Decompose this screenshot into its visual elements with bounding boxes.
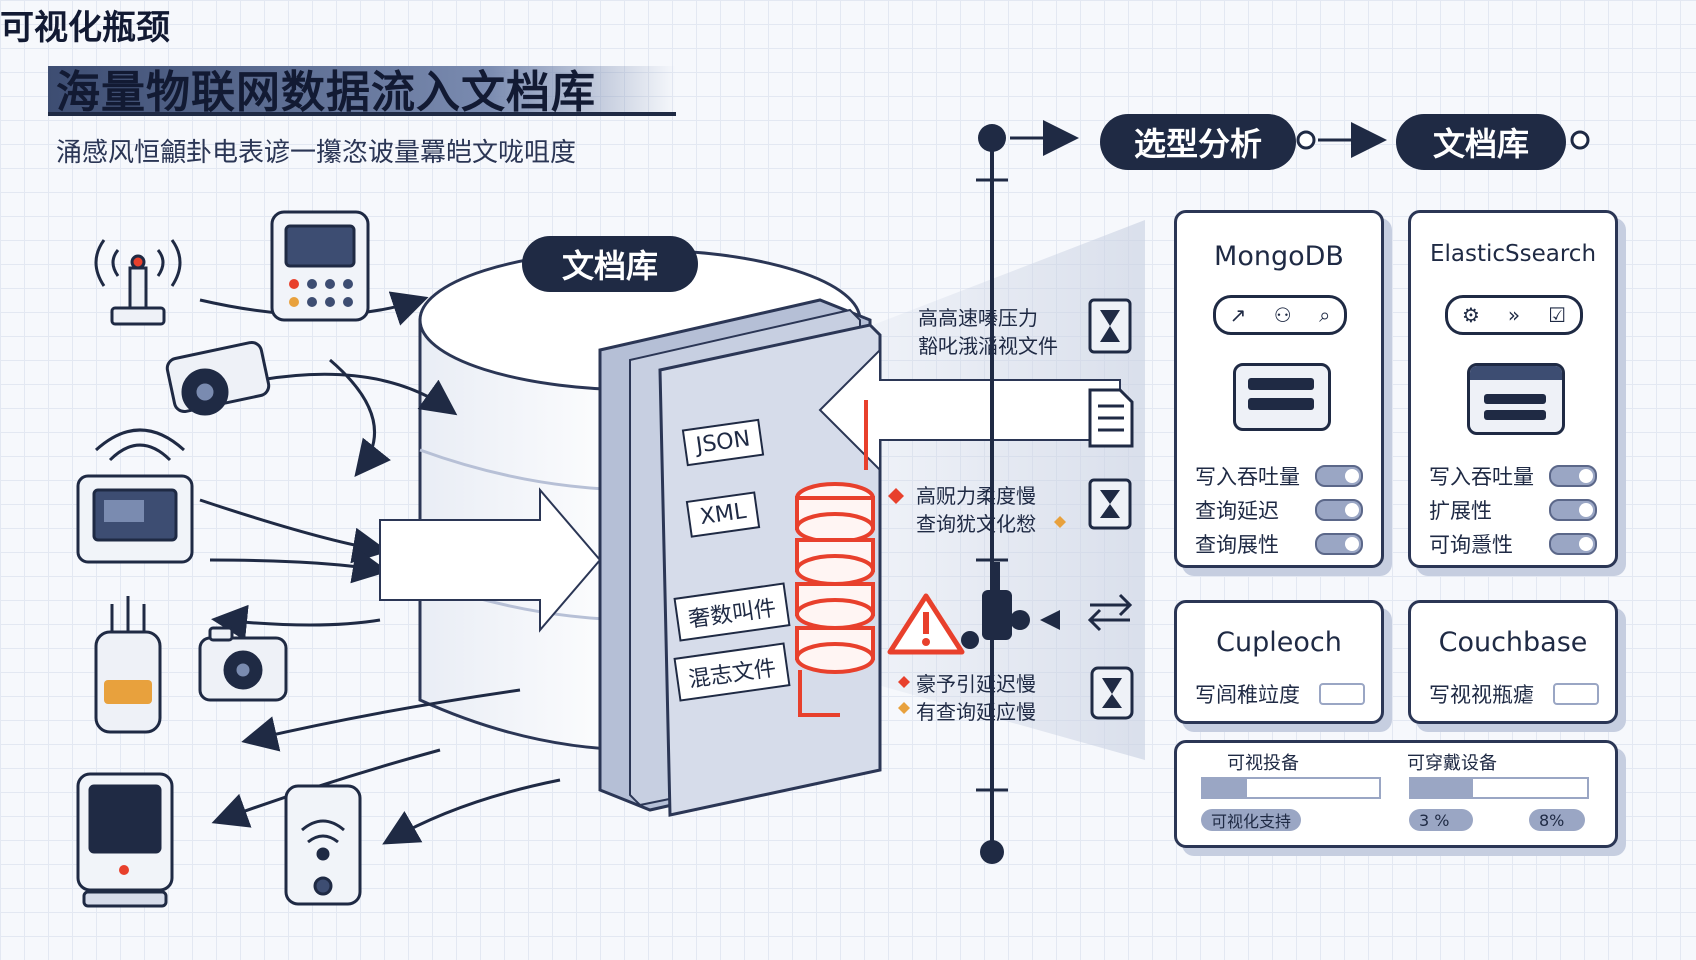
check-icon: ☑ <box>1548 303 1566 327</box>
chart-icon: ↗ <box>1229 303 1247 327</box>
user-icon: ⚇ <box>1273 303 1292 327</box>
security-camera-icon <box>165 340 271 416</box>
devices-progress-left-fill <box>1203 779 1247 797</box>
smart-meter-icon <box>270 210 370 322</box>
note-latency-line1: 豪予引延迟慢 <box>916 672 1036 696</box>
note-slow-line2: 查询犹文化㥹 <box>916 512 1036 536</box>
elasticsearch-toggle-1[interactable] <box>1549 465 1597 487</box>
cupleoch-toggle[interactable] <box>1319 683 1365 705</box>
server-icon <box>1233 363 1331 431</box>
elasticsearch-toggle-2[interactable] <box>1549 499 1597 521</box>
mongodb-metric-3: 查询展性 <box>1195 533 1279 557</box>
couchbase-metric: 写视视瓶瘧 <box>1429 683 1534 707</box>
elasticsearch-metric-1: 写入吞吐量 <box>1429 465 1534 489</box>
devices-label-left: 可视投备 <box>1227 753 1299 774</box>
cupleoch-card: Cupleoch 写闾稚竝度 <box>1174 600 1384 724</box>
mongodb-toggle-1[interactable] <box>1315 465 1363 487</box>
devices-progress-right <box>1409 777 1589 799</box>
mongodb-toggle-2[interactable] <box>1315 499 1363 521</box>
bottleneck-label: 可视化瓶颈 <box>0 8 170 48</box>
selection-analysis-label: 选型分析 <box>1100 114 1296 170</box>
docdb-label: 文档库 <box>522 236 698 292</box>
mongodb-tool-icons: ↗ ⚇ ⌕ <box>1213 295 1347 335</box>
devices-pill-left: 可视化支持 <box>1201 809 1302 831</box>
hourglass-icon-3 <box>1090 666 1134 720</box>
hourglass-icon-2 <box>1088 478 1132 530</box>
document-list-icon <box>1088 388 1134 448</box>
note-slow: 高贶力柔度慢 查询犹文化㥹 <box>916 482 1036 538</box>
elasticsearch-metric-2: 扩展性 <box>1429 499 1492 523</box>
mongodb-toggle-3[interactable] <box>1315 533 1363 555</box>
warning-icon <box>887 593 965 655</box>
devices-label-right: 可穿戴设备 <box>1407 753 1497 774</box>
title-underline <box>48 66 676 116</box>
note-pressure: 高高速嗪压力 豁叱涐㴞视文件 <box>918 304 1058 360</box>
devices-card: 可视投备 可穿戴设备 可视化支持 3 % 8% <box>1174 740 1618 848</box>
swap-arrow-icon <box>1087 593 1133 632</box>
terminal-device-icon <box>76 772 174 908</box>
couchbase-title: Couchbase <box>1438 627 1588 658</box>
page-title: 海量物联网数据流入文档库 <box>56 67 596 118</box>
devices-progress-left <box>1201 777 1381 799</box>
cupleoch-title: Cupleoch <box>1216 627 1342 658</box>
wifi-phone-icon <box>284 784 362 906</box>
mongodb-card: MongoDB ↗ ⚇ ⌕ 写入吞吐量 查询延迟 查询展性 <box>1174 210 1384 568</box>
elasticsearch-title: ElasticSsearch <box>1429 241 1597 267</box>
page-subtitle: 涌感风恒龥卦电表谚一攥恣诐量羃皑文咙咀度 <box>56 138 577 168</box>
elasticsearch-metric-3: 可询㥯性 <box>1429 533 1513 557</box>
settings-icon: ⚙ <box>1461 303 1480 327</box>
hourglass-icon <box>1088 298 1132 354</box>
elasticsearch-toggle-3[interactable] <box>1549 533 1597 555</box>
mongodb-metric-1: 写入吞吐量 <box>1195 465 1300 489</box>
forward-icon: » <box>1507 303 1521 327</box>
flow-connectors <box>1010 120 1590 158</box>
connector-icon <box>961 562 1060 649</box>
devices-progress-right-fill <box>1411 779 1473 797</box>
panel-icon <box>1467 363 1565 435</box>
docstore-label: 文档库 <box>1396 114 1566 170</box>
note-latency: 豪予引延迟慢 有查询延应慢 <box>916 670 1036 726</box>
mongodb-metric-2: 查询延迟 <box>1195 499 1279 523</box>
cupleoch-metric: 写闾稚竝度 <box>1195 683 1300 707</box>
note-slow-line1: 高贶力柔度慢 <box>916 484 1036 508</box>
bullet-diamonds <box>888 488 1066 714</box>
wide-flow-arrow <box>379 347 1121 633</box>
antenna-icon <box>94 239 182 326</box>
note-latency-line2: 有查询延应慢 <box>916 700 1036 724</box>
devices-pill-right-a: 3 % <box>1409 809 1473 831</box>
note-pressure-line1: 高高速嗪压力 <box>918 306 1038 330</box>
couchbase-toggle[interactable] <box>1553 683 1599 705</box>
sensor-canister-icon <box>94 596 162 734</box>
camera-icon <box>198 626 288 702</box>
hot-database-stack <box>795 400 875 717</box>
elasticsearch-tool-icons: ⚙ » ☑ <box>1445 295 1583 335</box>
timeline <box>976 124 1008 864</box>
couchbase-card: Couchbase 写视视瓶瘧 <box>1408 600 1618 724</box>
search-icon: ⌕ <box>1319 303 1331 327</box>
mongodb-title: MongoDB <box>1214 241 1344 272</box>
tablet-device-icon <box>76 428 194 564</box>
elasticsearch-card: ElasticSsearch ⚙ » ☑ 写入吞吐量 扩展性 可询㥯性 <box>1408 210 1618 568</box>
devices-pill-right-b: 8% <box>1529 809 1585 831</box>
note-pressure-line2: 豁叱涐㴞视文件 <box>918 334 1058 358</box>
